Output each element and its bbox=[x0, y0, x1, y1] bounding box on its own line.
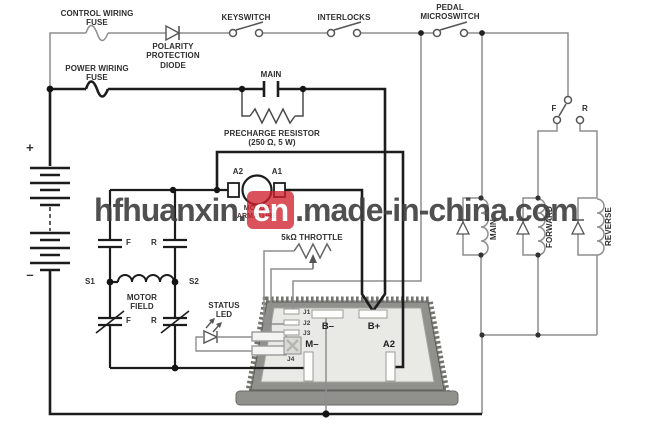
label-sel-f: F bbox=[551, 104, 557, 113]
precharge-resistor bbox=[241, 89, 304, 125]
battery-to-bplus bbox=[278, 87, 387, 312]
label-j3: J3 bbox=[303, 330, 311, 337]
label-j1: J1 bbox=[303, 309, 311, 316]
label-battery-plus: + bbox=[26, 140, 34, 155]
power-wiring bbox=[48, 80, 482, 416]
label-b-minus: B– bbox=[321, 321, 335, 332]
power-fuse-symbol bbox=[84, 80, 110, 98]
label-pedal-microswitch: PEDAL MICROSWITCH bbox=[420, 3, 480, 22]
control-fuse-symbol bbox=[85, 24, 109, 42]
interlocks-symbol bbox=[326, 21, 362, 38]
label-power-fuse: POWER WIRING FUSE bbox=[65, 64, 129, 83]
label-battery-minus: – bbox=[26, 267, 34, 282]
label-j2: J2 bbox=[303, 320, 311, 327]
label-field-r-no: R bbox=[151, 238, 157, 247]
label-coil-reverse: REVERSE bbox=[604, 207, 613, 247]
negative-rail bbox=[48, 270, 482, 416]
label-interlocks: INTERLOCKS bbox=[317, 13, 371, 22]
forward-contactor-coil bbox=[515, 197, 546, 256]
battery bbox=[30, 166, 70, 272]
label-motor-armature: MOTOR ARMATURE bbox=[236, 205, 278, 221]
label-armature-a1: A1 bbox=[271, 167, 283, 176]
motor-armature-symbol bbox=[227, 174, 286, 206]
b-minus-terminal bbox=[311, 309, 344, 319]
label-coil-forward: FORWARD bbox=[545, 206, 554, 248]
motor-field-circuit bbox=[95, 188, 305, 370]
forward-reverse-selector bbox=[552, 95, 585, 125]
label-control-fuse: CONTROL WIRING FUSE bbox=[60, 9, 134, 28]
reverse-contactor-coil bbox=[570, 197, 605, 256]
label-m-minus: M– bbox=[305, 339, 319, 350]
label-main-contact: MAIN bbox=[260, 70, 282, 79]
label-field-r-nc: R bbox=[151, 316, 157, 325]
ksi-wire bbox=[292, 33, 422, 310]
label-status-led: STATUS LED bbox=[208, 301, 240, 320]
m-minus-terminal bbox=[303, 351, 314, 382]
a1-to-bplus bbox=[285, 188, 375, 312]
label-s2: S2 bbox=[189, 277, 199, 286]
label-j4: J4 bbox=[287, 356, 295, 363]
controller-terminals bbox=[283, 308, 396, 382]
label-coil-main: MAIN bbox=[489, 219, 498, 241]
label-field-f-nc: F bbox=[126, 316, 131, 325]
j1-terminal bbox=[283, 308, 300, 315]
label-field-f-no: F bbox=[126, 238, 131, 247]
label-sel-r: R bbox=[582, 104, 588, 113]
j2-terminal bbox=[283, 319, 300, 326]
keyswitch-symbol bbox=[228, 21, 264, 38]
pedal-microswitch-symbol bbox=[432, 21, 469, 38]
label-s1: S1 bbox=[85, 277, 95, 286]
label-polarity-diode: POLARITY PROTECTION DIODE bbox=[146, 42, 200, 70]
label-throttle: 5kΩ THROTTLE bbox=[281, 233, 343, 242]
label-keyswitch: KEYSWITCH bbox=[221, 13, 271, 22]
control-wiring bbox=[49, 24, 598, 414]
polarity-protection-diode bbox=[165, 24, 181, 42]
j3-terminal bbox=[283, 329, 300, 336]
label-motor-field: MOTOR FIELD bbox=[126, 293, 158, 312]
label-b-plus: B+ bbox=[367, 321, 381, 332]
main-contactor-coil bbox=[455, 197, 489, 256]
b-plus-terminal bbox=[358, 309, 388, 319]
label-precharge: PRECHARGE RESISTOR (250 Ω, 5 W) bbox=[224, 129, 320, 148]
label-armature-a2: A2 bbox=[232, 167, 244, 176]
ctrl-a2-wire bbox=[215, 150, 405, 369]
label-ctrl-a2: A2 bbox=[382, 339, 396, 350]
junction-dots bbox=[46, 30, 541, 418]
ctrl-a2-terminal bbox=[385, 351, 396, 382]
